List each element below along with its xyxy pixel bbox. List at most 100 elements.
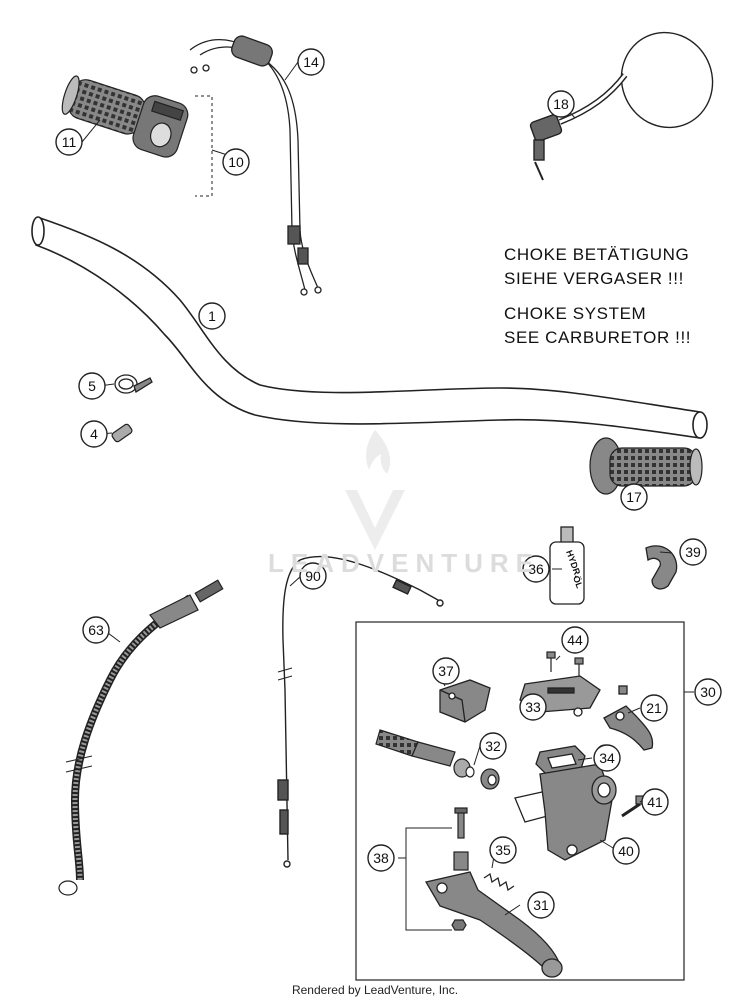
- callout-circle: [593, 744, 621, 772]
- callout-label: 4: [90, 426, 98, 442]
- callout-4: 1: [198, 302, 226, 330]
- bracket-10: [195, 95, 213, 197]
- callout-circle: [641, 788, 669, 816]
- choke-note-en-line1: CHOKE SYSTEM: [504, 304, 647, 323]
- callout-circle: [80, 420, 108, 448]
- piston-kit: [375, 729, 500, 790]
- callout-circle: [679, 538, 707, 566]
- callout-label: 21: [646, 700, 662, 716]
- callout-circle: [694, 678, 722, 706]
- callout-label: 34: [599, 750, 615, 766]
- watermark-text: LEADVENTURE: [268, 548, 541, 578]
- callout-circle: [640, 694, 668, 722]
- callout-1: 10: [222, 148, 250, 176]
- callout-label: 63: [88, 622, 104, 638]
- callout-circle: [82, 616, 110, 644]
- callout-13: 44: [561, 626, 589, 654]
- choke-note-de-line1: CHOKE BETÄTIGUNG: [504, 245, 690, 264]
- callout-circle: [612, 837, 640, 865]
- callout-label: 37: [438, 663, 454, 679]
- choke-note-en-line2: SEE CARBURETOR !!!: [504, 328, 692, 347]
- callout-9: 39: [679, 538, 707, 566]
- clutch-cable: [277, 555, 444, 868]
- lever-pin: [451, 807, 469, 931]
- callout-23: 31: [527, 891, 555, 919]
- callout-17: 32: [479, 732, 507, 760]
- callout-label: 41: [647, 794, 663, 810]
- gasket: [535, 745, 586, 777]
- mirror: [529, 31, 714, 181]
- svg-text:ÖL: ÖL: [571, 574, 585, 590]
- callout-11: 63: [82, 616, 110, 644]
- callout-5: 5: [78, 372, 106, 400]
- callout-label: 30: [700, 684, 716, 700]
- callout-circle: [299, 562, 327, 590]
- callout-circle: [78, 372, 106, 400]
- callout-circle: [367, 844, 395, 872]
- callout-circle: [527, 891, 555, 919]
- callout-label: 40: [618, 843, 634, 859]
- callout-circle: [222, 148, 250, 176]
- callout-label: 32: [485, 738, 501, 754]
- callout-7: 17: [620, 483, 648, 511]
- callout-label: 5: [88, 378, 96, 394]
- callout-2: 14: [297, 48, 325, 76]
- callout-label: 31: [533, 897, 549, 913]
- callout-8: 36: [522, 555, 550, 583]
- callout-0: 11: [55, 128, 83, 156]
- callout-circle: [522, 555, 550, 583]
- callout-circle: [620, 483, 648, 511]
- adjuster-lever: [603, 685, 654, 751]
- callout-19: 41: [641, 788, 669, 816]
- callout-label: 33: [525, 699, 541, 715]
- callout-circle: [489, 836, 517, 864]
- hydraulic-oil-bottle: HYDR. ÖL: [549, 526, 585, 605]
- bracket-38: [398, 827, 452, 931]
- callout-circle: [198, 302, 226, 330]
- callout-circle: [55, 128, 83, 156]
- callout-circle: [519, 693, 547, 721]
- cable-tie: [114, 374, 153, 394]
- callout-label: 36: [528, 561, 544, 577]
- callout-circle: [432, 657, 460, 685]
- callout-label: 44: [567, 632, 583, 648]
- callout-14: 37: [432, 657, 460, 685]
- credit-text: Rendered by LeadVenture, Inc.: [291, 983, 459, 997]
- callout-3: 18: [547, 90, 575, 118]
- callout-label: 18: [553, 96, 569, 112]
- handlebar: [31, 216, 708, 439]
- cover-37: [439, 679, 491, 723]
- callout-label: 1: [208, 308, 216, 324]
- spring: [483, 872, 515, 892]
- callout-20: 38: [367, 844, 395, 872]
- watermark-logo: [345, 430, 405, 550]
- callout-label: 11: [62, 134, 77, 150]
- callout-label: 10: [228, 154, 244, 170]
- callout-label: 39: [685, 544, 701, 560]
- callout-6: 4: [80, 420, 108, 448]
- callout-label: 35: [495, 842, 511, 858]
- callout-15: 33: [519, 693, 547, 721]
- callout-circle: [561, 626, 589, 654]
- throttle-cables: [189, 35, 322, 296]
- callout-circle: [297, 48, 325, 76]
- callout-label: 90: [305, 568, 321, 584]
- callout-label: 38: [373, 850, 389, 866]
- callout-label: 14: [303, 54, 319, 70]
- braided-hose: [58, 579, 224, 896]
- brake-lever: [424, 871, 563, 978]
- callout-18: 34: [593, 744, 621, 772]
- callout-22: 40: [612, 837, 640, 865]
- callout-circle: [479, 732, 507, 760]
- callout-label: 17: [626, 489, 642, 505]
- callout-10: 90: [299, 562, 327, 590]
- callout-21: 35: [489, 836, 517, 864]
- callout-12: 30: [694, 678, 722, 706]
- master-cylinder-group-box: [355, 621, 685, 981]
- left-grip: [589, 437, 703, 495]
- sleeve: [111, 423, 133, 443]
- callout-16: 21: [640, 694, 668, 722]
